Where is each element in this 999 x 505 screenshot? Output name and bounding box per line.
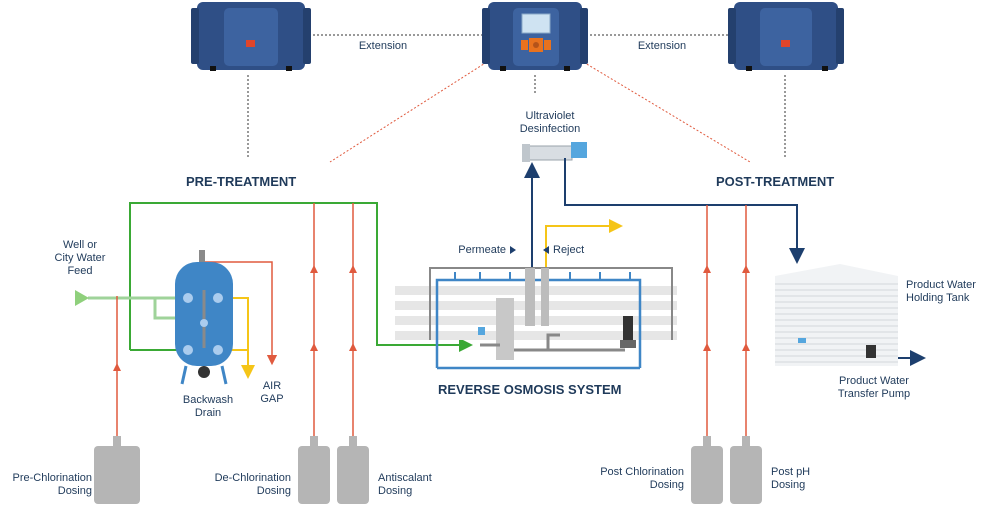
feed-label-line2: City Water (54, 252, 106, 264)
right-controller[interactable] (728, 2, 844, 71)
dosing-label-line1: De-Chlorination (214, 472, 291, 484)
airgap-label-line1: AIR (262, 380, 282, 392)
uv-label-line1: Ultraviolet (525, 110, 575, 122)
tank-label: Product Water Holding Tank (906, 279, 976, 305)
dosing-label-line1: Post Chlorination (600, 466, 684, 478)
uv-disinfection-unit (522, 142, 587, 162)
dosing-arrowheads (113, 265, 750, 371)
uv-label: Ultraviolet Desinfection (505, 110, 595, 136)
dosing-tanks (94, 436, 762, 504)
red-dotted-connections (329, 59, 751, 163)
transfer-pump (866, 345, 876, 358)
product-water-tank (775, 264, 898, 366)
dosing-label-line2: Dosing (57, 485, 92, 497)
pre-treatment-heading: PRE-TREATMENT (186, 174, 297, 189)
permeate-label: Permeate (458, 244, 506, 256)
backwash-label-line1: Backwash (182, 394, 234, 406)
dotted-connections (247, 34, 786, 158)
pump-label-line2: Transfer Pump (837, 388, 911, 400)
dosing-label-line2: Dosing (256, 485, 291, 497)
airgap-label-line2: GAP (260, 393, 284, 405)
feed-label-line3: Feed (67, 265, 93, 277)
feed-label: Well or City Water Feed (40, 239, 120, 278)
ro-membrane-rack (395, 246, 677, 370)
dosing-label-pre-chlorination: Pre-Chlorination Dosing (0, 472, 92, 498)
backwash-label-line2: Drain (194, 407, 222, 419)
post-treatment-heading: POST-TREATMENT (716, 174, 835, 189)
airgap-label: AIR GAP (252, 380, 292, 406)
dosing-label-post-ph: Post pH Dosing (771, 466, 810, 492)
tank-label-line1: Product Water (906, 279, 976, 291)
uv-label-line2: Desinfection (519, 123, 581, 135)
ro-system-heading: REVERSE OSMOSIS SYSTEM (438, 382, 622, 397)
dosing-label-line1: Post pH (771, 466, 811, 478)
backwash-label: Backwash Drain (168, 394, 248, 420)
center-controller[interactable] (482, 2, 588, 71)
right-extension-label: Extension (637, 40, 687, 52)
feed-label-line1: Well or (62, 239, 98, 251)
dosing-label-line2: Dosing (378, 485, 413, 497)
tank-label-line2: Holding Tank (906, 292, 970, 304)
feed-lines (75, 202, 473, 352)
dosing-label-line1: Pre-Chlorination (12, 472, 92, 484)
left-controller[interactable] (191, 2, 311, 71)
dosing-label-line2: Dosing (649, 479, 684, 491)
pump-label-line1: Product Water (839, 375, 909, 387)
dosing-label-post-chlorination: Post Chlorination Dosing (582, 466, 684, 492)
filter-vessel (175, 250, 233, 385)
left-extension-label: Extension (358, 40, 408, 52)
dosing-label-line2: Dosing (771, 479, 806, 491)
dosing-label-de-chlorination: De-Chlorination Dosing (200, 472, 291, 498)
dosing-label-line1: Antiscalant (378, 472, 432, 484)
reject-label: Reject (553, 244, 585, 256)
pump-label: Product Water Transfer Pump (826, 375, 922, 401)
dosing-label-antiscalant: Antiscalant Dosing (378, 472, 432, 498)
